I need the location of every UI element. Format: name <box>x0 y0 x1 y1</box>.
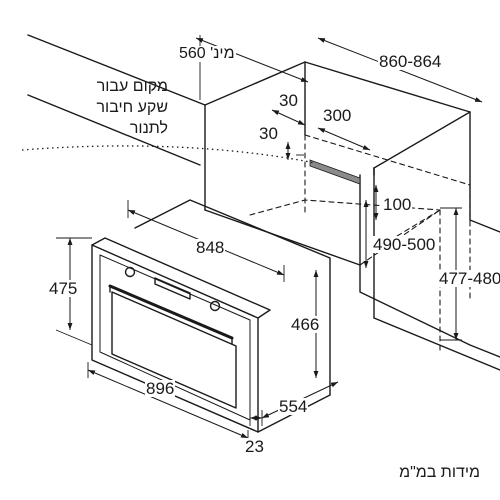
label-cutout-height: 477-480 <box>438 270 500 287</box>
label-socket-height: 100 <box>382 195 413 214</box>
cabinet-bottom-front <box>373 317 500 371</box>
socket-note: מקום עבור שקע חיבור לתנור <box>28 76 168 139</box>
units-note: מידות במ"מ <box>399 464 480 481</box>
oven-display <box>154 277 191 300</box>
label-socket-offset-side: 30 <box>258 124 279 143</box>
label-front-thickness: 23 <box>244 437 265 456</box>
label-body-height: 466 <box>290 315 321 334</box>
label-front-width: 896 <box>145 379 176 398</box>
socket-note-line-1: מקום עבור <box>96 78 168 95</box>
oven-handle <box>108 284 234 340</box>
cabinet-side-right <box>359 264 500 358</box>
label-body-depth: 554 <box>278 397 309 416</box>
label-socket-width: 300 <box>322 106 353 125</box>
socket-leader <box>21 145 316 164</box>
socket-note-line-2: שקע חיבור <box>96 99 168 116</box>
niche-floor-front <box>204 209 361 266</box>
dim-niche-width <box>317 37 483 103</box>
oven-knob-left <box>124 266 136 278</box>
label-min-depth: מינ' 560 <box>178 45 236 62</box>
oven-body-top <box>134 199 331 396</box>
label-niche-width: 860-864 <box>378 52 443 71</box>
label-body-width: 848 <box>195 238 226 257</box>
cabinet-top-back-edge <box>27 34 206 106</box>
oven-front-depth <box>91 237 271 319</box>
niche-front-top <box>373 111 471 169</box>
socket-note-line-3: לתנור <box>129 120 168 137</box>
dim-socket-width <box>317 127 371 151</box>
label-niche-height: 490-500 <box>372 235 437 254</box>
cabinet-top-front-edge <box>27 94 201 166</box>
label-front-height: 475 <box>48 279 79 298</box>
niche-right-wall <box>469 111 500 233</box>
dim-socket-offset-top <box>271 109 306 126</box>
oven-knob-right <box>209 300 221 312</box>
oven-front-outline <box>91 244 259 433</box>
label-socket-offset-top: 30 <box>278 91 299 110</box>
dim-min-depth <box>195 37 309 83</box>
socket-location <box>309 159 361 185</box>
dim-front-width <box>87 369 249 439</box>
